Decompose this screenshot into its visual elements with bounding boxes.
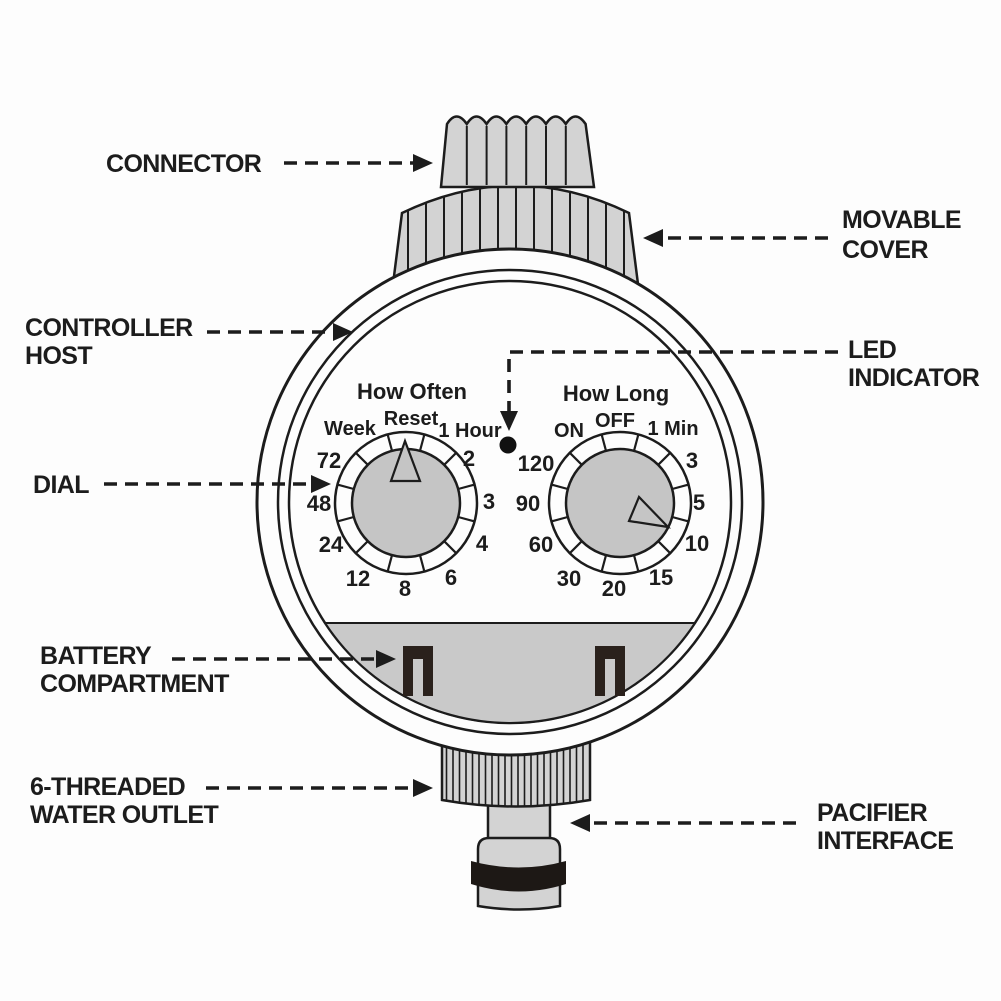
how-long-pos-off: OFF (595, 410, 635, 432)
dial-arrowhead (311, 475, 331, 493)
how-long-pointer (627, 495, 672, 529)
outlet-arrowhead (413, 779, 433, 797)
battery-label-line1: BATTERY (40, 642, 152, 670)
movable-cover-arrowhead (643, 229, 663, 247)
tick-mark (551, 515, 569, 523)
how-often-ticks (337, 434, 475, 572)
tick-mark (600, 434, 608, 452)
how-often-pos-2: 2 (463, 446, 475, 471)
how-often-pos-6: 6 (445, 565, 457, 590)
tick-mark (457, 515, 475, 523)
how-long-pos-90: 90 (516, 491, 540, 516)
tick-mark (418, 554, 426, 572)
how-often-pos-reset: Reset (384, 408, 439, 430)
movable-cover-label-line2: COVER (842, 236, 928, 264)
how-long-title: How Long (563, 381, 669, 406)
how-long-pos-on: ON (554, 420, 584, 442)
how-often-pointer (389, 437, 422, 483)
dial-label: DIAL (33, 471, 89, 499)
tick-mark (551, 483, 569, 491)
controller-host-label-line2: HOST (25, 342, 92, 370)
led-arrow-line (507, 350, 838, 414)
led-arrowhead (500, 411, 518, 431)
tick-mark (657, 452, 671, 466)
tick-mark (632, 554, 640, 572)
tick-mark (457, 483, 475, 491)
battery-clip-right (595, 646, 625, 696)
connector-arrowhead (413, 154, 433, 172)
o-ring (471, 861, 566, 892)
tick-mark (671, 483, 689, 491)
tick-mark (443, 540, 457, 554)
connector-label: CONNECTOR (106, 150, 262, 178)
how-long-pos-120: 120 (518, 451, 555, 476)
how-often-pos-3: 3 (483, 489, 495, 514)
how-often-pos-1hour: 1 Hour (438, 420, 502, 442)
how-often-pos-12: 12 (346, 566, 370, 591)
tick-mark (337, 515, 355, 523)
battery-clip-left (403, 646, 433, 696)
tick-mark (386, 554, 394, 572)
battery-label-line2: COMPARTMENT (40, 670, 229, 698)
tick-mark (418, 434, 426, 452)
tick-mark (443, 452, 457, 466)
how-often-pos-8: 8 (399, 576, 411, 601)
tick-mark (355, 540, 369, 554)
led-indicator-label-line2: INDICATOR (848, 364, 980, 392)
how-long-pos-10: 10 (685, 531, 709, 556)
tick-mark (569, 540, 583, 554)
callout-arrows (104, 154, 838, 832)
how-long-pos-60: 60 (529, 532, 553, 557)
tick-mark (657, 540, 671, 554)
how-long-pos-15: 15 (649, 565, 673, 590)
movable-cover-label-line1: MOVABLE (842, 206, 961, 234)
how-often-pos-4: 4 (476, 531, 489, 556)
pacifier-arrowhead (570, 814, 590, 832)
controller-host-label-line1: CONTROLLER (25, 314, 193, 342)
how-long-pos-20: 20 (602, 576, 626, 601)
tick-mark (600, 554, 608, 572)
outlet-label-line1: 6-THREADED (30, 773, 185, 801)
how-often-pos-24: 24 (319, 532, 344, 557)
controller-host-rim-circle (276, 268, 744, 736)
tick-mark (671, 515, 689, 523)
connector-ribs (465, 126, 567, 185)
led-dot (499, 436, 517, 454)
how-long-pos-5: 5 (693, 490, 705, 515)
tick-mark (569, 452, 583, 466)
how-long-pos-3: 3 (686, 448, 698, 473)
how-often-dial (333, 430, 479, 576)
led-indicator-label-line1: LED (848, 336, 896, 364)
tick-mark (386, 434, 394, 452)
tick-mark (355, 452, 369, 466)
tick-mark (632, 434, 640, 452)
how-often-pos-72: 72 (317, 448, 341, 473)
tick-mark (337, 483, 355, 491)
connector (439, 115, 596, 189)
pacifier-label-line2: INTERFACE (817, 827, 953, 855)
battery-arrowhead (376, 650, 396, 668)
pacifier-label-line1: PACIFIER (817, 799, 928, 827)
how-long-ticks (551, 434, 689, 572)
how-long-knob (564, 447, 676, 559)
how-long-pos-30: 30 (557, 566, 581, 591)
how-long-dial (547, 430, 693, 576)
how-often-title: How Often (357, 379, 467, 404)
how-long-pos-1min: 1 Min (647, 418, 698, 440)
how-often-pos-week: Week (324, 418, 377, 440)
controller-host-arrowhead (333, 323, 353, 341)
how-often-pos-48: 48 (307, 491, 331, 516)
outlet-label-line2: WATER OUTLET (30, 801, 218, 829)
